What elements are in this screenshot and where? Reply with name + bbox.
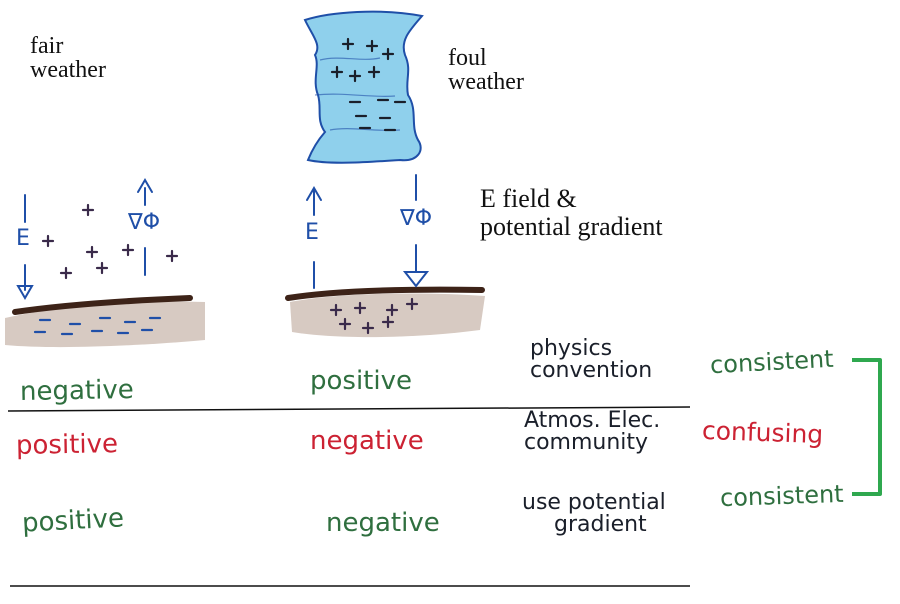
row-physics-fair: negative bbox=[19, 375, 134, 407]
foul-weather-line-2: weather bbox=[448, 69, 524, 95]
foul-weather-line-1: foul bbox=[448, 45, 487, 71]
table-divider-line bbox=[7, 406, 691, 412]
foul-e-field-arrow bbox=[306, 186, 322, 289]
row-physics-verdict: consistent bbox=[709, 344, 835, 380]
row-gradient-fair: positive bbox=[21, 503, 125, 539]
fair-e-symbol: E bbox=[16, 226, 30, 251]
foul-weather-label: foul weather bbox=[448, 46, 524, 94]
foul-gradient-arrow bbox=[402, 174, 430, 288]
fair-weather-label: fair weather bbox=[30, 34, 106, 82]
cloud-positive-charges bbox=[330, 37, 395, 83]
cloud-negative-charges bbox=[348, 98, 407, 132]
row-atmos-source: Atmos. Elec. community bbox=[524, 410, 660, 454]
foul-e-symbol: E bbox=[305, 220, 319, 245]
efield-title-line-2: potential gradient bbox=[480, 212, 663, 241]
row-atmos-foul: negative bbox=[310, 426, 424, 456]
fair-gradient-arrow bbox=[137, 178, 153, 276]
row-atmos-verdict: confusing bbox=[701, 415, 824, 450]
fair-weather-line-1: fair bbox=[30, 33, 64, 59]
fair-weather-line-2: weather bbox=[30, 57, 106, 83]
row-atmos-fair: positive bbox=[15, 429, 119, 461]
row-atmos-source-line-2: community bbox=[524, 430, 649, 455]
foul-weather-ground bbox=[285, 286, 485, 338]
efield-title: E field & potential gradient bbox=[480, 186, 663, 240]
row-gradient-source: use potential gradient bbox=[522, 492, 666, 536]
row-physics-source-line-1: physics bbox=[530, 336, 613, 361]
row-atmos-source-line-1: Atmos. Elec. bbox=[524, 408, 661, 433]
row-physics-foul: positive bbox=[310, 366, 412, 396]
fair-weather-ground bbox=[5, 295, 205, 348]
row-gradient-source-line-2: gradient bbox=[554, 512, 647, 537]
efield-title-line-1: E field & bbox=[480, 184, 577, 213]
fair-air-positive-charges bbox=[41, 203, 179, 280]
row-gradient-source-line-1: use potential bbox=[522, 490, 666, 515]
thunderstorm-cloud bbox=[303, 10, 424, 164]
fair-ground-negative-charges bbox=[33, 316, 162, 336]
foul-ground-positive-charges bbox=[329, 297, 419, 335]
foul-gradient-symbol: ∇Φ bbox=[400, 206, 433, 231]
row-physics-source: physics convention bbox=[530, 338, 652, 382]
fair-e-field-arrow bbox=[16, 194, 34, 300]
consistency-bracket bbox=[852, 358, 882, 496]
fair-gradient-symbol: ∇Φ bbox=[128, 210, 161, 235]
row-gradient-foul: negative bbox=[326, 508, 440, 538]
row-gradient-verdict: consistent bbox=[719, 479, 845, 513]
row-physics-source-line-2: convention bbox=[530, 358, 653, 383]
